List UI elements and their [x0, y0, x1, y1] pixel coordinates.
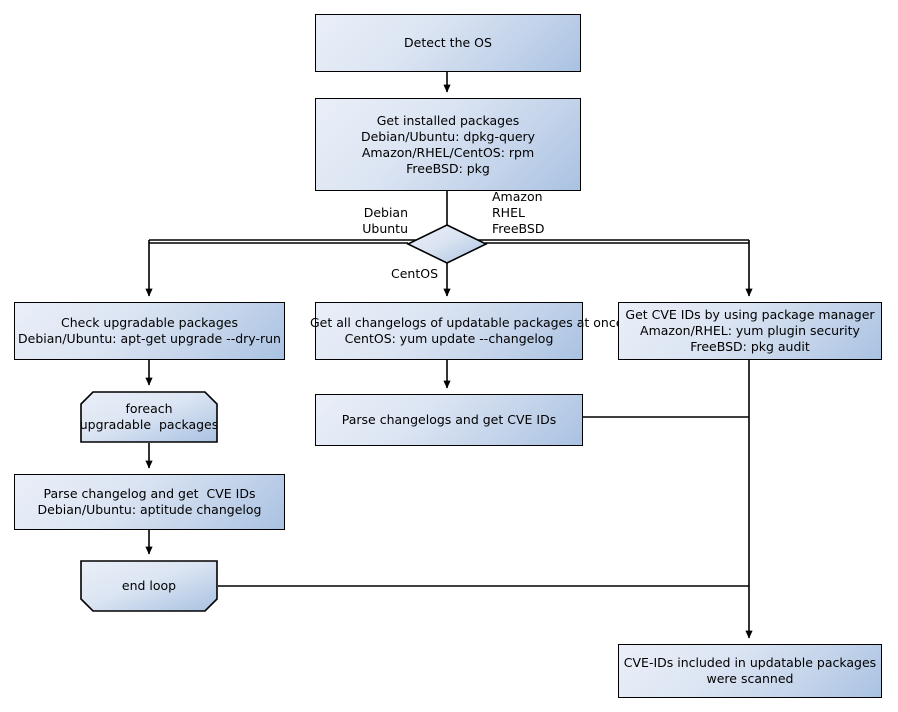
node-result-scanned[interactable]: CVE-IDs included in updatable packages w… [618, 644, 882, 698]
edge-label-branch-down: CentOS [390, 266, 438, 281]
node-get-all-changelogs[interactable]: Get all changelogs of updatable packages… [310, 302, 623, 360]
node-get-installed-packages-label: Get installed packages Debian/Ubuntu: dp… [360, 112, 536, 176]
edge-branch-right [485, 240, 753, 297]
node-foreach-upgradable-packages[interactable]: foreach upgradable packages [80, 391, 218, 443]
node-end-loop[interactable]: end loop [80, 560, 218, 612]
node-os-decision[interactable] [406, 223, 488, 265]
edge-label-branch-right: Amazon RHEL FreeBSD [492, 189, 545, 236]
node-parse-changelog-single-label: Parse changelog and get CVE IDs Debian/U… [37, 486, 262, 517]
node-parse-changelogs-multi-label: Parse changelogs and get CVE IDs [341, 412, 557, 427]
node-check-upgradable-packages[interactable]: Check upgradable packages Debian/Ubuntu:… [14, 302, 285, 360]
node-result-scanned-label: CVE-IDs included in updatable packages w… [623, 655, 877, 686]
edge-label-branch-left: Debian Ubuntu [362, 205, 408, 236]
node-get-installed-packages[interactable]: Get installed packages Debian/Ubuntu: dp… [315, 98, 581, 191]
node-foreach-upgradable-packages-label: foreach upgradable packages [79, 401, 219, 432]
node-detect-os-label: Detect the OS [404, 35, 492, 50]
node-get-cve-ids-package-manager[interactable]: Get CVE IDs by using package manager Ama… [618, 302, 882, 360]
node-end-loop-label: end loop [121, 578, 177, 593]
node-check-upgradable-packages-label: Check upgradable packages Debian/Ubuntu:… [18, 315, 281, 346]
node-parse-changelogs-multi[interactable]: Parse changelogs and get CVE IDs [315, 394, 583, 446]
node-parse-changelog-single[interactable]: Parse changelog and get CVE IDs Debian/U… [14, 474, 285, 530]
edge-branch-left [145, 240, 408, 297]
node-get-all-changelogs-label: Get all changelogs of updatable packages… [310, 315, 624, 346]
node-get-cve-ids-package-manager-label: Get CVE IDs by using package manager Ama… [625, 307, 875, 354]
node-detect-os[interactable]: Detect the OS [315, 14, 581, 72]
